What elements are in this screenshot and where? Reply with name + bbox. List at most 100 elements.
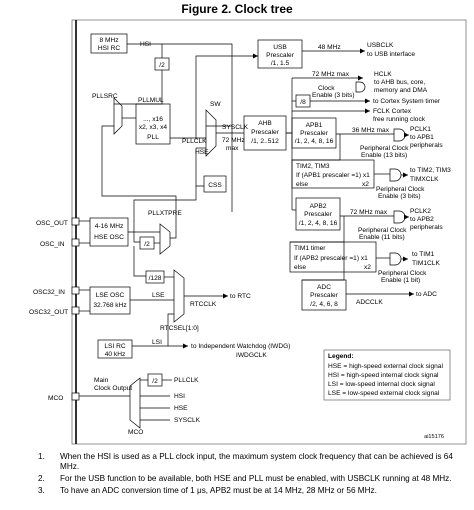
tim1-box — [289, 241, 377, 273]
ahb-72mhz: 72 MHz max — [312, 71, 350, 78]
periph-en-1-1: Peripheral Clock — [378, 270, 427, 277]
apb1-label-1: APB1 — [306, 122, 323, 129]
footnote-number: 3. — [38, 486, 45, 495]
tim23-out-1: to TIM2, TIM3 — [410, 167, 451, 174]
usb-interface-label: to USB interface — [367, 51, 415, 58]
div2-mid-label: /2 — [144, 241, 150, 248]
pll-x234: x2, x3, x4 — [139, 124, 168, 131]
sw-label: SW — [210, 101, 221, 108]
pllsrc-mux — [113, 97, 123, 135]
footnote-number: 2. — [38, 474, 45, 483]
adc-prescaler-box — [301, 279, 347, 311]
legend-lsi: LSI = low-speed internal clock signal — [328, 381, 435, 388]
apb1-36mhz: 36 MHz max — [352, 127, 390, 134]
systimer-label: to Cortex System timer — [373, 98, 441, 105]
usbclk-label: USBCLK — [367, 42, 394, 49]
lse-osc-box — [89, 286, 131, 315]
hclk-label-2: to AHB bus, core, — [374, 79, 425, 86]
apb1-label-3: /1, 2, 4, 8, 16 — [295, 138, 334, 145]
tim23-x2: x2 — [362, 181, 369, 188]
sysclk-max: max — [226, 145, 239, 152]
periph-en-13-2: Enable (13 bits) — [361, 152, 407, 159]
usb-prescaler-label-3: /1, 1.5 — [271, 60, 290, 67]
osc-out-pin — [71, 217, 80, 226]
lse-label: LSE — [152, 292, 165, 299]
usb-prescaler-label-1: USB — [273, 44, 287, 51]
periph-en-1-2: Enable (1 bit) — [381, 277, 420, 284]
sysclk-label: SYSCLK — [222, 124, 249, 131]
hse-to-sw-route — [133, 186, 197, 232]
pclk1-gate — [393, 128, 406, 142]
osc32-out-pin — [71, 306, 80, 315]
ahb-label-3: /1, 2..512 — [251, 138, 279, 145]
mco-mux-label: MCO — [128, 429, 143, 436]
figure-reference: ai15176 — [424, 434, 444, 440]
hclk-label-1: HCLK — [374, 71, 392, 78]
osc32-in-label: OSC32_IN — [33, 289, 65, 296]
sysclk-72mhz: 72 MHz — [222, 137, 245, 144]
legend-hsi: HSI = high-speed internal clock signal — [328, 372, 439, 379]
ahb-label-1: AHB — [258, 120, 272, 127]
footnote-number: 1. — [38, 452, 45, 461]
div128-label: /128 — [149, 275, 162, 282]
iwdgclk-label: IWDGCLK — [236, 352, 267, 359]
pclk2-label-3: peripherals — [410, 224, 443, 231]
pllxtpre-to-pllsrc — [101, 125, 177, 239]
mco-pllclk: PLLCLK — [174, 377, 199, 384]
tim1-label-3: else — [294, 264, 306, 271]
pclk2-label-2: to APB2 — [410, 216, 434, 223]
pclk1-label-1: PCLK1 — [410, 126, 431, 133]
lsi-rc-box — [97, 339, 133, 359]
pll-x16: ..., x16 — [143, 116, 163, 123]
osc-in-label: OSC_IN — [40, 241, 65, 248]
pclk2-gate — [393, 210, 406, 224]
pll-label: PLL — [147, 134, 159, 141]
clock-tree-diagram: 8 MHz HSI RC HSI /2 USB Prescaler /1, 1.… — [29, 19, 467, 445]
rtcsel-mux — [173, 269, 185, 323]
tim1-label-1: TIM1 timer — [294, 245, 326, 252]
sw-mux — [205, 109, 217, 157]
adc-label-3: /2, 4, 6, 8 — [310, 301, 338, 308]
mco-clk-label-2: Clock Output — [94, 385, 132, 392]
periph-en-13-1: Peripheral Clock — [360, 145, 409, 152]
pllxtpre-mux — [159, 223, 171, 255]
hse-div2 — [133, 232, 140, 243]
tim1-out-1: to TIM1 — [412, 251, 435, 258]
pclk1-label-2: to APB1 — [410, 134, 434, 141]
diagram-frame — [71, 19, 467, 445]
legend-lse: LSE = low-speed external clock signal — [328, 390, 440, 397]
tim23-label-1: TIM2, TIM3 — [296, 163, 330, 170]
clock-enable-label-b: Enable (3 bits) — [312, 92, 355, 99]
apb2-label-2: Prescaler — [304, 211, 333, 218]
osc32-in-pin — [71, 286, 80, 295]
footnote-3: 3. To have an ADC conversion time of 1 μ… — [38, 486, 458, 496]
periph-en-11-2: Enable (11 bits) — [359, 234, 405, 241]
apb2-prescaler-box — [295, 197, 341, 231]
tim23-gate — [389, 168, 402, 182]
legend-box — [323, 349, 451, 401]
usb-prescaler-label-2: Prescaler — [266, 52, 295, 59]
mco-pin-label: MCO — [48, 395, 63, 402]
lsi-rc-label-2: 40 kHz — [105, 351, 126, 358]
tim23-out-2: TIMXCLK — [410, 176, 439, 183]
pllmul-label: PLLMUL — [138, 97, 164, 104]
osc-in-pin — [71, 238, 80, 247]
to-adc-label: to ADC — [416, 291, 437, 298]
hse-osc-label-1: 4-16 MHz — [95, 223, 124, 230]
periph-en-3-2: Enable (3 bits) — [378, 193, 421, 200]
figure-title: Figure 2. Clock tree — [181, 2, 293, 16]
footnote-2: 2. For the USB function to be available,… — [38, 474, 458, 484]
hsi-rc-label-2: HSI RC — [98, 45, 121, 52]
usb-48mhz: 48 MHz — [318, 44, 341, 51]
adcclk-label: ADCCLK — [356, 299, 383, 306]
mco-pin — [71, 392, 80, 401]
hclk-label-3: memory and DMA — [374, 87, 428, 94]
fclk-label-1: FCLK Cortex — [373, 108, 412, 115]
hse-to-div128 — [133, 246, 146, 277]
usb-prescaler-box — [257, 39, 303, 69]
lse-osc-label-2: 32.768 kHz — [93, 302, 126, 309]
fclk-label-2: free running clock — [373, 116, 426, 123]
periph-en-3-1: Peripheral Clock — [376, 186, 425, 193]
hsi-rc-label-1: 8 MHz — [99, 37, 118, 44]
clock-enable-label: Clock — [318, 85, 335, 92]
